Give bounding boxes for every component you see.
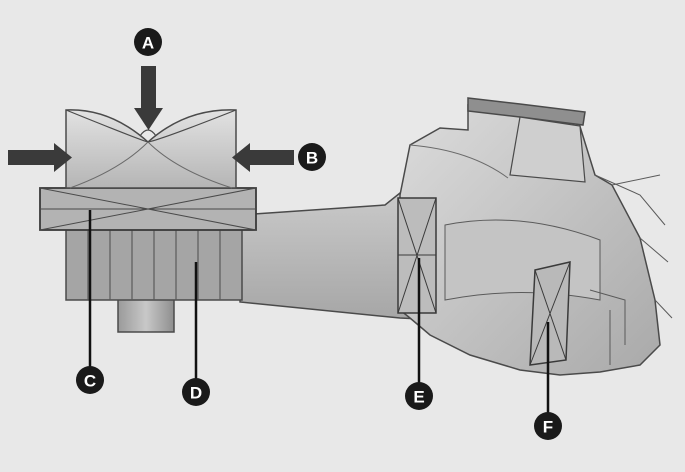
callout-d-label: D bbox=[190, 384, 202, 403]
callout-f-label: F bbox=[543, 418, 553, 437]
duct-filter-element bbox=[397, 197, 437, 314]
air-inlet-arrow-top bbox=[134, 66, 163, 130]
intake-funnel bbox=[65, 109, 237, 189]
air-inlet-arrow-left bbox=[8, 143, 72, 172]
leader-lines bbox=[88, 210, 550, 418]
callout-c: C bbox=[76, 366, 104, 394]
callout-e: E bbox=[405, 382, 433, 410]
evaporator-core bbox=[529, 261, 571, 366]
callout-f: F bbox=[534, 412, 562, 440]
callout-b: B bbox=[298, 143, 326, 171]
air-filter-frame bbox=[39, 187, 257, 231]
callout-a-label: A bbox=[142, 34, 154, 53]
heater-housing bbox=[399, 97, 673, 376]
callout-e-label: E bbox=[413, 388, 424, 407]
callout-b-label: B bbox=[306, 149, 318, 168]
blower-fan-cage bbox=[65, 227, 243, 301]
air-inlet-arrow-right bbox=[232, 143, 294, 172]
callout-a: A bbox=[134, 28, 162, 56]
callout-d: D bbox=[182, 378, 210, 406]
callout-c-label: C bbox=[84, 372, 96, 391]
